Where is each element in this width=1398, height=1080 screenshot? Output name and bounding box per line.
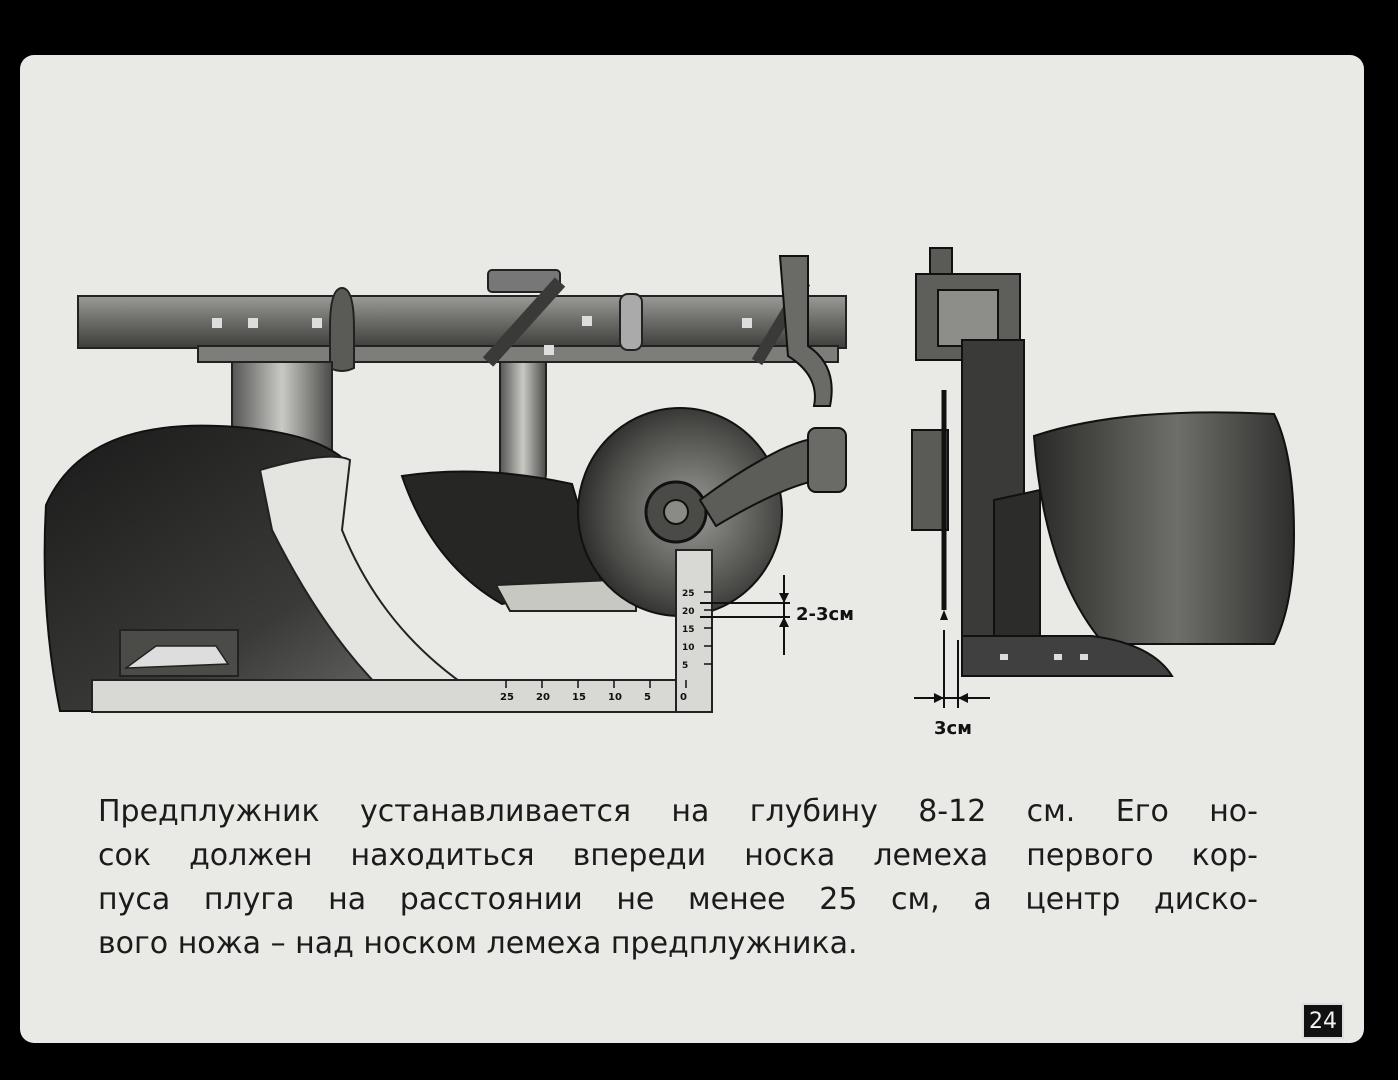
ruler-vertical-ticks: 25 20 15 10 5 [682, 589, 712, 671]
caption-line: пуса плуга на расстоянии не менее 25 см,… [98, 882, 1258, 917]
ruler-tick-label: 10 [682, 643, 695, 653]
plough-beam [77, 269, 847, 372]
skimmer-body [400, 470, 637, 612]
caption-line: сок должен находиться впереди носка леме… [98, 838, 1258, 873]
depth-label: 2-3см [796, 604, 854, 625]
offset-dimension: 3см [914, 630, 990, 739]
ruler-tick-label: 10 [608, 692, 622, 703]
offset-label: 3см [934, 718, 972, 739]
ruler-tick-label: 0 [680, 692, 687, 703]
measuring-ruler: 25 20 15 10 5 0 25 20 15 10 5 [91, 549, 713, 713]
ruler-horizontal-ticks: 25 20 15 10 5 0 [500, 680, 687, 703]
ruler-tick-label: 5 [682, 661, 688, 671]
caption-text: Предплужник устанавливается на глубину 8… [98, 790, 1258, 966]
plough-front-view [911, 247, 1296, 677]
depth-dimension: 2-3см [700, 575, 854, 655]
first-plough-body [43, 424, 481, 712]
ruler-tick-label: 15 [682, 625, 695, 635]
ruler-tick-label: 15 [572, 692, 586, 703]
caption-line: вого ножа – над носком лемеха предплужни… [98, 926, 858, 961]
ruler-tick-label: 25 [682, 589, 695, 599]
caption-line: Предплужник устанавливается на глубину 8… [98, 794, 1258, 829]
ruler-tick-label: 25 [500, 692, 514, 703]
page-number: 24 [1302, 1003, 1344, 1039]
ruler-tick-label: 5 [644, 692, 651, 703]
ruler-tick-label: 20 [536, 692, 550, 703]
ruler-tick-label: 20 [682, 607, 695, 617]
